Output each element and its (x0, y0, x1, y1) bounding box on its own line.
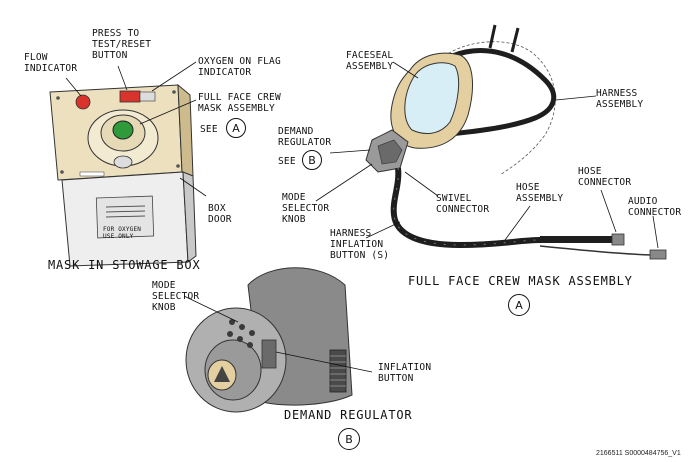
label-box-door: BOX DOOR (208, 203, 232, 225)
callout-b-caption: B (338, 428, 360, 450)
caption-stowage: MASK IN STOWAGE BOX (48, 258, 201, 272)
label-oxygen-flag: OXYGEN ON FLAG INDICATOR (198, 56, 281, 78)
caption-full-face: FULL FACE CREW MASK ASSEMBLY (408, 274, 633, 288)
label-demand-regulator: DEMAND REGULATOR (278, 126, 332, 148)
label-harness-assembly: HARNESS ASSEMBLY (596, 88, 644, 110)
callout-a-caption: A (508, 294, 530, 316)
label-hose-assembly: HOSE ASSEMBLY (516, 182, 564, 204)
label-mode-selector-bottom: MODE SELECTOR KNOB (152, 280, 200, 313)
label-swivel-connector: SWIVEL CONNECTOR (436, 193, 490, 215)
label-hose-connector: HOSE CONNECTOR (578, 166, 632, 188)
label-see-a: SEE (200, 124, 218, 135)
label-faceseal: FACESEAL ASSEMBLY (346, 50, 394, 72)
callout-b-small: B (302, 150, 322, 170)
reference-id: 2166511 S0000484756_V1 (596, 450, 681, 457)
demand-regulator (183, 267, 373, 413)
full-face-mask (315, 24, 667, 260)
callout-a-small: A (226, 118, 246, 138)
label-inflation-button: INFLATION BUTTON (378, 362, 432, 384)
label-flow-indicator: FLOW INDICATOR (24, 52, 78, 74)
placard-text: FOR OXYGEN USE ONLY (103, 226, 142, 240)
label-full-face-crew: FULL FACE CREW MASK ASSEMBLY (198, 92, 281, 114)
label-harness-inflation: HARNESS INFLATION BUTTON (S) (330, 228, 390, 261)
caption-demand: DEMAND REGULATOR (284, 408, 413, 422)
stowage-box (49, 61, 207, 267)
label-audio-connector: AUDIO CONNECTOR (628, 196, 682, 218)
label-see-b: SEE (278, 156, 296, 167)
label-press-to-test: PRESS TO TEST/RESET BUTTON (92, 28, 152, 61)
label-mode-selector-top: MODE SELECTOR KNOB (282, 192, 330, 225)
